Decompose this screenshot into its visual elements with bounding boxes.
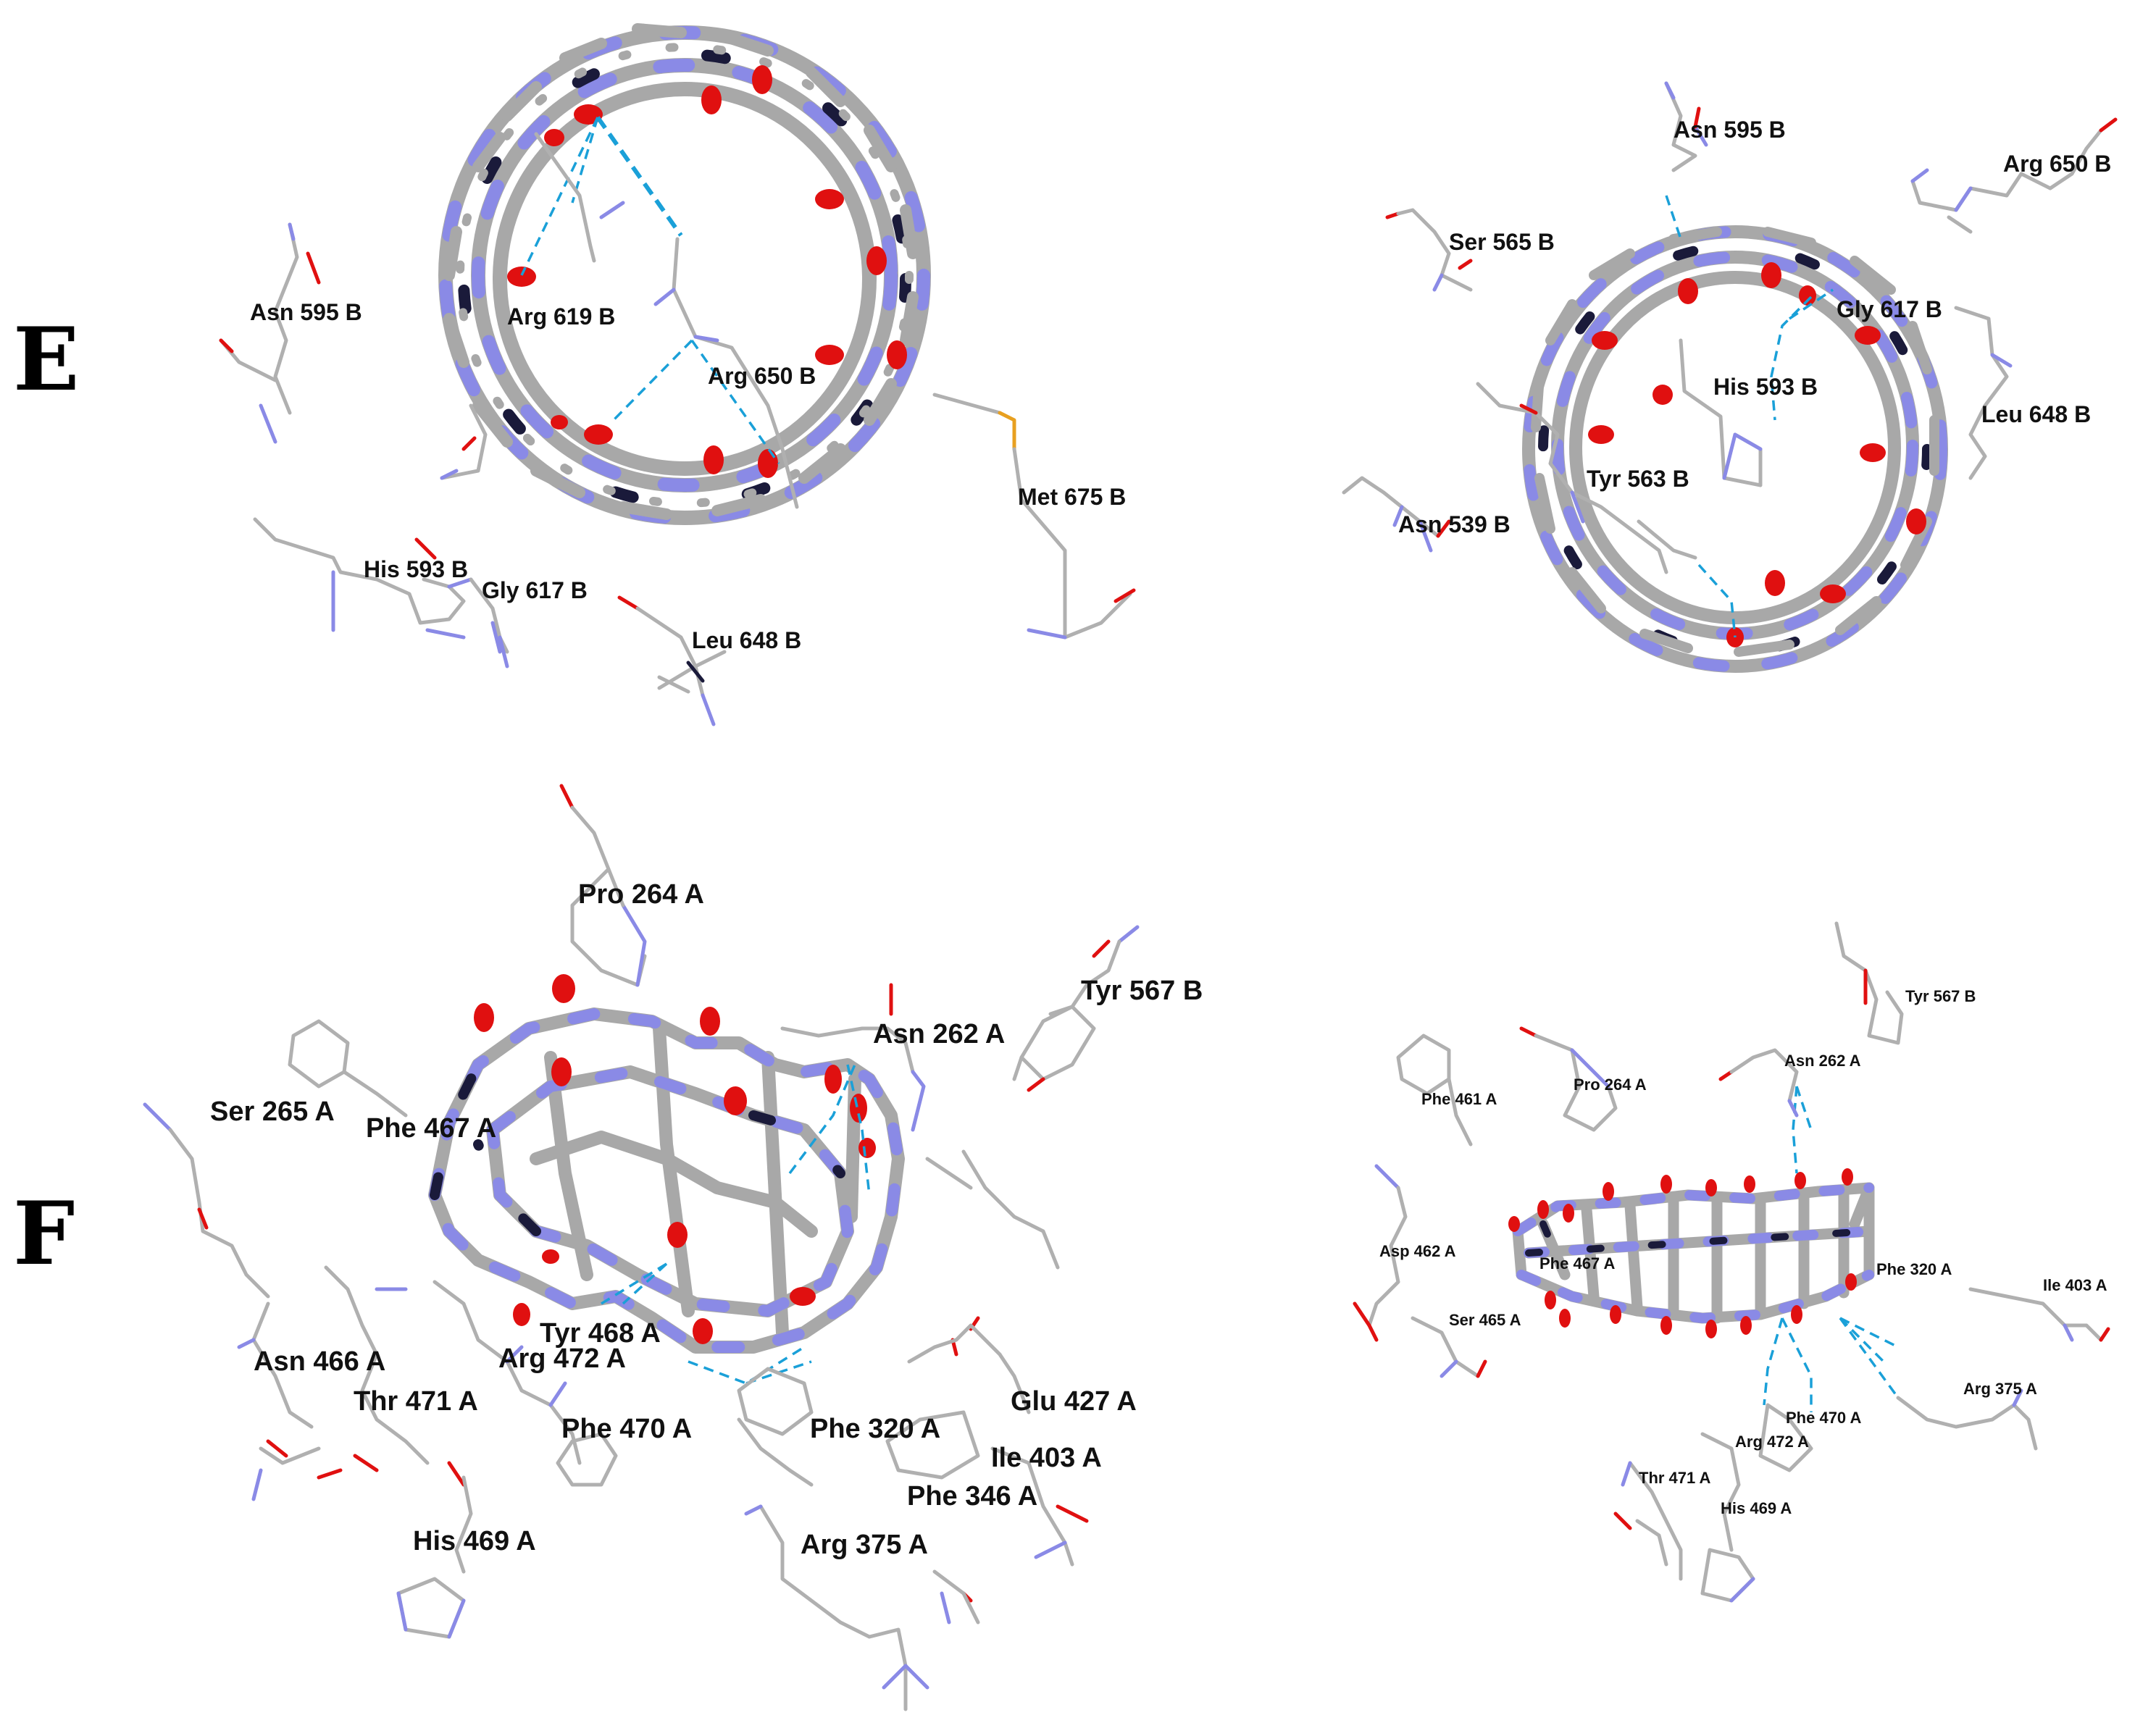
e-right-oxygens: [1588, 262, 1926, 647]
label-f-left-his469: His 469 A: [413, 1526, 536, 1556]
label-f-left-tyr468: Tyr 468 A: [540, 1318, 661, 1349]
f-left-residues: [143, 784, 1140, 1711]
e-left-oxygens: [507, 65, 907, 478]
label-f-left-phe320: Phe 320 A: [810, 1414, 940, 1444]
label-f-right-asn262: Asn 262 A: [1784, 1052, 1861, 1070]
label-f-right-ile403: Ile 403 A: [2043, 1276, 2107, 1294]
label-f-left-arg472: Arg 472 A: [498, 1343, 626, 1374]
f-right-labels: Tyr 567 B Asn 262 A Phe 461 A Pro 264 A …: [1379, 987, 2107, 1517]
label-e-right-asn595: Asn 595 B: [1674, 117, 1786, 143]
label-f-right-phe470: Phe 470 A: [1786, 1409, 1861, 1427]
label-e-right-ser565: Ser 565 B: [1449, 229, 1555, 255]
label-f-left-phe470: Phe 470 A: [561, 1414, 692, 1444]
label-e-left-his593: His 593 B: [364, 556, 468, 582]
panel-letter-f: F: [13, 1183, 75, 1285]
label-e-left-met675: Met 675 B: [1018, 484, 1126, 510]
label-f-left-ile403: Ile 403 A: [991, 1443, 1102, 1473]
label-f-right-tyr567: Tyr 567 B: [1905, 987, 1976, 1005]
label-f-left-phe346: Phe 346 A: [907, 1481, 1037, 1512]
f-right-oxygens: [1508, 1168, 1857, 1338]
label-f-right-arg375: Arg 375 A: [1963, 1380, 2037, 1398]
f-left-macrocycle: [428, 974, 905, 1385]
e-right-residues: [1342, 81, 2118, 574]
label-e-left-asn595: Asn 595 B: [250, 299, 362, 325]
e-left-macrocycle: [438, 23, 931, 525]
label-f-left-thr471: Thr 471 A: [354, 1386, 478, 1417]
label-f-left-asn466: Asn 466 A: [254, 1346, 385, 1377]
label-e-right-leu648: Leu 648 B: [1981, 401, 2091, 427]
e-left-residues: [219, 132, 1136, 726]
f-left-labels: Pro 264 A Tyr 567 B Asn 262 A Ser 265 A …: [210, 879, 1203, 1560]
e-right-macrocycle: [1522, 195, 1948, 673]
label-f-right-arg472: Arg 472 A: [1735, 1433, 1809, 1451]
f-left-oxygens: [474, 974, 876, 1344]
label-e-right-tyr563: Tyr 563 B: [1587, 466, 1689, 492]
label-e-right-his593: His 593 B: [1713, 374, 1818, 400]
label-f-right-phe320: Phe 320 A: [1876, 1260, 1952, 1278]
label-f-left-asn262: Asn 262 A: [873, 1019, 1005, 1049]
label-e-left-arg650: Arg 650 B: [708, 363, 816, 389]
label-e-right-asn539: Asn 539 B: [1398, 511, 1511, 537]
label-e-right-gly617: Gly 617 B: [1837, 296, 1942, 322]
e-left-labels: Asn 595 B Arg 619 B Arg 650 B Met 675 B …: [250, 299, 1126, 653]
label-f-right-thr471: Thr 471 A: [1639, 1469, 1711, 1487]
label-f-right-phe461: Phe 461 A: [1421, 1090, 1497, 1108]
label-f-left-glu427: Glu 427 A: [1011, 1386, 1137, 1417]
label-f-right-asp462: Asp 462 A: [1379, 1242, 1456, 1260]
f-right-residues: [1353, 921, 2110, 1603]
label-e-right-arg650: Arg 650 B: [2003, 151, 2111, 177]
label-f-left-arg375: Arg 375 A: [801, 1530, 928, 1560]
e-right-labels: Asn 595 B Arg 650 B Ser 565 B Gly 617 B …: [1398, 117, 2111, 537]
label-f-right-his469: His 469 A: [1721, 1499, 1792, 1517]
label-f-left-tyr567: Tyr 567 B: [1081, 976, 1203, 1006]
label-f-left-ser265: Ser 265 A: [210, 1097, 335, 1127]
label-e-left-arg619: Arg 619 B: [507, 303, 615, 330]
label-e-left-gly617: Gly 617 B: [482, 577, 588, 603]
f-right-macrocycle: [1508, 1086, 1900, 1412]
label-f-right-pro264: Pro 264 A: [1574, 1076, 1647, 1094]
label-f-left-phe467: Phe 467 A: [366, 1113, 496, 1144]
panel-letter-e: E: [13, 309, 79, 411]
label-f-right-ser465: Ser 465 A: [1449, 1311, 1521, 1329]
label-e-left-leu648: Leu 648 B: [692, 627, 801, 653]
label-f-left-pro264: Pro 264 A: [578, 879, 704, 910]
label-f-right-phe467: Phe 467 A: [1539, 1254, 1615, 1273]
